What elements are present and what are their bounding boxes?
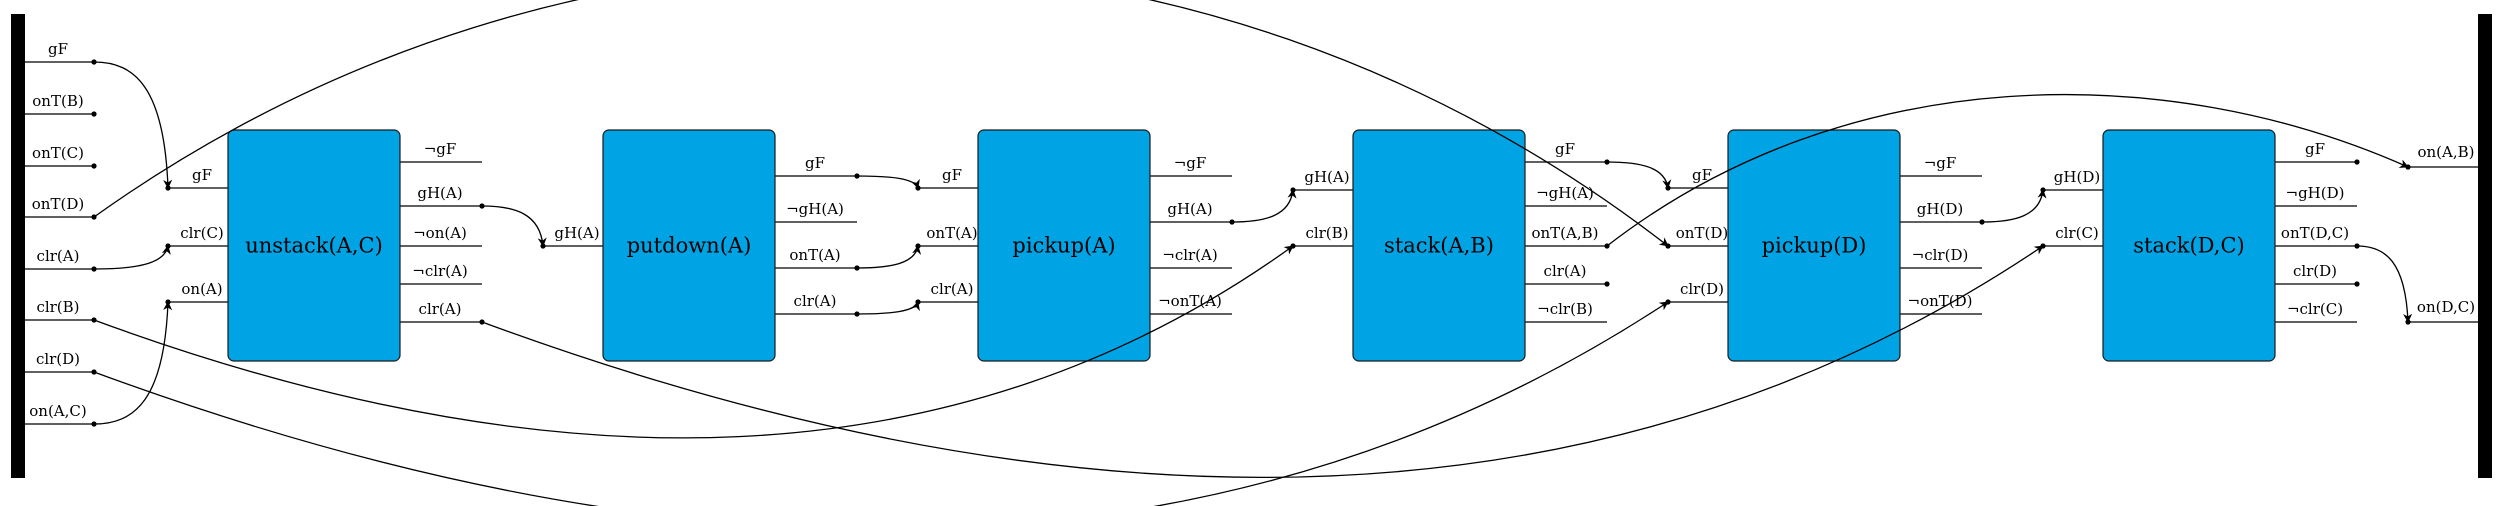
action-pickup-a-box [977,129,1151,362]
action-stack-d-c-eff-port-gf [2354,159,2360,165]
action-unstack-a-c-box [227,129,401,362]
init-label-clr-d: clr(D) [36,350,80,368]
link-init-clrD-to-pickupD [93,301,1669,506]
action-stack-a-b-eff-not-clr-b: ¬clr(B) [1537,300,1593,318]
action-pickup-a-eff-gh-a: gH(A) [1167,200,1212,218]
init-label-on-a-c: on(A,C) [29,402,86,420]
action-unstack-a-c-eff-not-on-a: ¬on(A) [413,224,467,242]
action-stack-a-b-eff-port-clr-a [1604,281,1610,287]
action-stack-a-b-pre-gh-a: gH(A) [1304,168,1349,186]
link-init-onTD-to-pickupD [93,0,1669,247]
action-pickup-a-title: pickup(A) [1012,234,1115,258]
causal-links-layer [93,0,2413,506]
action-stack-d-c-pre-clr-c: clr(C) [2055,224,2099,242]
link-unstack-gHA-to-putdown [481,205,547,247]
link-init-clrB-to-stackAB [93,245,1294,439]
action-putdown-a-eff-ont-a: onT(A) [789,246,840,264]
action-stack-a-b-eff-not-gh-a: ¬gH(A) [1536,184,1594,202]
link-stackAB-onTAB-to-goal [1606,93,2409,247]
action-unstack-a-c-eff-not-gf: ¬gF [424,140,457,158]
action-stack-d-c-box [2102,129,2276,362]
actions-layer [227,129,2276,362]
action-stack-a-b-eff-clr-a: clr(A) [1544,262,1587,280]
action-unstack-a-c-eff-clr-a: clr(A) [419,300,462,318]
action-pickup-d-title: pickup(D) [1762,234,1867,258]
action-stack-d-c-eff-not-clr-c: ¬clr(C) [2287,300,2343,318]
action-stack-a-b-pre-clr-b: clr(B) [1305,224,1348,242]
action-putdown-a-pre-gh-a: gH(A) [554,224,599,242]
action-stack-a-b-box [1352,129,1526,362]
initial-state-bar [11,14,25,478]
labels-layer: gF onT(B) onT(C) onT(D) clr(A) clr(B) clr(D) on… [29,40,2475,420]
init-label-clr-b: clr(B) [36,298,79,316]
action-stack-a-b-title: stack(A,B) [1384,234,1494,258]
action-pickup-d-pre-gf: gF [1692,166,1712,184]
action-pickup-d-eff-not-ont-d: ¬onT(D) [1908,292,1973,310]
init-port-ont-c [91,163,97,169]
action-pickup-d-pre-ont-d: onT(D) [1676,224,1728,242]
init-label-clr-a: clr(A) [37,247,80,265]
action-pickup-a-eff-not-gf: ¬gF [1174,154,1207,172]
action-stack-d-c-eff-gf: gF [2305,140,2325,158]
action-putdown-a-eff-clr-a: clr(A) [794,292,837,310]
init-label-ont-c: onT(C) [32,144,84,162]
action-unstack-a-c-pre-on-a: on(A) [181,280,222,298]
link-pickupD-gHD-to-stackDC [1981,189,2047,223]
action-unstack-a-c-title: unstack(A,C) [245,234,383,258]
action-stack-d-c-eff-port-clr-d [2354,281,2360,287]
action-stack-d-c-eff-ont-d-c: onT(D,C) [2281,224,2349,242]
action-unstack-a-c-pre-gf: gF [192,166,212,184]
link-putdown-gF-to-pickupA [856,175,920,189]
init-label-ont-b: onT(B) [32,92,83,110]
link-init-gF-to-unstack [93,61,173,189]
action-pickup-a-eff-not-ont-a: ¬onT(A) [1158,292,1222,310]
goal-label-on-d-c: on(D,C) [2417,298,2475,316]
goal-state-bar [2478,14,2492,478]
action-pickup-a-pre-ont-a: onT(A) [926,224,977,242]
action-stack-a-b-eff-gf: gF [1555,140,1575,158]
link-unstack-clrA-to-stackDC [481,245,2044,479]
action-unstack-a-c-eff-gh-a: gH(A) [417,184,462,202]
link-stackAB-gF-to-pickupD [1606,161,1672,189]
init-label-gf: gF [48,40,68,58]
goal-label-on-a-b: on(A,B) [2417,143,2474,161]
action-stack-a-b-eff-ont-a-b: onT(A,B) [1531,224,1598,242]
action-putdown-a-title: putdown(A) [627,234,752,258]
action-pickup-d-box [1727,129,1901,362]
action-stack-d-c-pre-gh-d: gH(D) [2054,168,2100,186]
action-pickup-d-eff-gh-d: gH(D) [1917,200,1963,218]
link-stackDC-onTDC-to-goal [2356,245,2413,323]
action-stack-d-c-title: stack(D,C) [2133,234,2244,258]
action-stack-d-c-eff-clr-d: clr(D) [2293,262,2337,280]
link-putdown-onTA-to-pickupA [856,245,922,269]
action-putdown-a-eff-not-gh-a: ¬gH(A) [786,200,844,218]
init-label-ont-d: onT(D) [32,195,84,213]
action-stack-d-c-eff-not-gh-d: ¬gH(D) [2286,184,2345,202]
action-pickup-a-pre-gf: gF [942,166,962,184]
action-pickup-a-pre-clr-a: clr(A) [931,280,974,298]
link-init-clrA-to-unstack [93,245,171,270]
action-pickup-d-eff-not-clr-d: ¬clr(D) [1912,246,1969,264]
action-pickup-d-eff-not-gf: ¬gF [1924,154,1957,172]
action-putdown-a-eff-gf: gF [805,154,825,172]
action-unstack-a-c-pre-clr-c: clr(C) [180,224,224,242]
action-pickup-a-eff-not-clr-a: ¬clr(A) [1162,246,1217,264]
link-init-onAC-to-unstack [93,301,173,425]
link-pickupA-gHA-to-stackAB [1231,189,1297,223]
link-putdown-clrA-to-pickupA [856,301,920,315]
init-port-ont-b [91,111,97,117]
action-pickup-d-pre-clr-d: clr(D) [1680,280,1724,298]
action-putdown-a-box [602,129,776,362]
action-unstack-a-c-eff-not-clr-a: ¬clr(A) [412,262,467,280]
